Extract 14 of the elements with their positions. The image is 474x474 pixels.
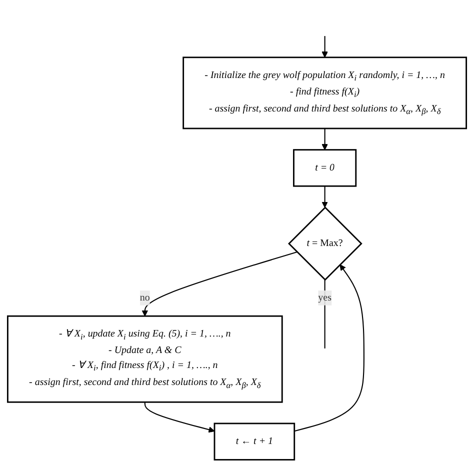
node-box: t ← t + 1	[214, 422, 296, 460]
edge-label: no	[140, 292, 150, 304]
edge-label: yes	[318, 292, 332, 304]
connector	[324, 280, 326, 348]
arrow	[294, 264, 364, 432]
node-diamond: t = Max?	[288, 206, 362, 281]
arrow	[322, 128, 328, 150]
arrow	[322, 36, 328, 58]
arrow	[144, 402, 215, 432]
node-box: t = 0	[293, 148, 357, 187]
arrow	[142, 251, 298, 316]
node-box: - ∀ X$_{i}$, update X$_{i}$ using Eq. (5), i = 1, …., n - Update a, A & C - ∀ X$_{i}$, find fitness f(X$_{i}$) , i = 1, …., n - assign first, second and third best solutions to X$_{α}$, X$_{β}$, X$_{δ}$	[6, 315, 283, 403]
arrow	[322, 186, 328, 208]
node-box: - Initialize the grey wolf population X$_{i}$ randomly, i = 1, …, n - find fitness f(X$_{i}$) - assign first, second and third best solutions to X$_{α}$, X$_{β}$, X$_{δ}$	[182, 56, 468, 129]
